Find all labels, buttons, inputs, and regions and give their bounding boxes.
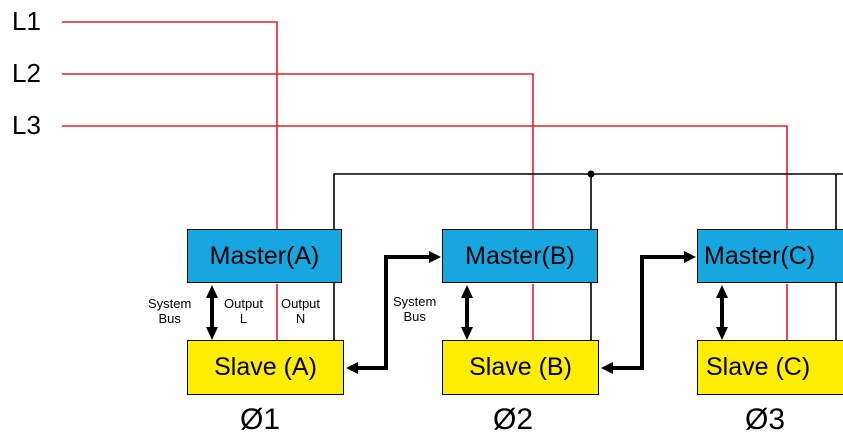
master-a-box: Master(A) xyxy=(187,229,342,283)
slave-c-box: Slave (C) xyxy=(697,340,843,395)
master-b-label: Master(B) xyxy=(465,241,575,270)
slave-c-label: Slave (C) xyxy=(706,353,811,381)
slave-a-label: Slave (A) xyxy=(214,353,317,381)
system-bus-label-b: System Bus xyxy=(393,294,437,324)
phase-label-2: Ø2 xyxy=(493,403,534,436)
system-bus-arrow-a xyxy=(206,285,218,340)
system-bus-link-b-to-c xyxy=(601,251,696,374)
phase-label-1: Ø1 xyxy=(240,403,281,436)
line-label-l2: L2 xyxy=(12,58,41,88)
master-c-label: Master(C) xyxy=(704,241,816,270)
l2-wire xyxy=(62,73,534,229)
output-l-label: Output L xyxy=(224,296,264,326)
neutral-junction-dot xyxy=(587,170,595,178)
system-bus-arrow-b xyxy=(461,285,473,340)
master-b-box: Master(B) xyxy=(442,229,598,283)
l3-wire xyxy=(62,125,788,229)
master-c-box: Master(C) xyxy=(697,229,843,283)
output-n-label: Output N xyxy=(281,296,321,326)
master-a-label: Master(A) xyxy=(209,241,320,270)
phase-label-3: Ø3 xyxy=(745,403,786,436)
line-label-l1: L1 xyxy=(12,6,41,36)
slave-b-label: Slave (B) xyxy=(469,353,572,381)
neutral-bus-wire xyxy=(333,173,843,340)
line-label-l3: L3 xyxy=(12,110,41,140)
slave-a-box: Slave (A) xyxy=(187,340,344,395)
slave-b-box: Slave (B) xyxy=(442,340,599,395)
l1-wire xyxy=(62,21,278,229)
system-bus-link-a-to-b xyxy=(346,251,441,374)
system-bus-label-a: System Bus xyxy=(148,296,192,326)
system-bus-arrow-c xyxy=(716,285,728,340)
